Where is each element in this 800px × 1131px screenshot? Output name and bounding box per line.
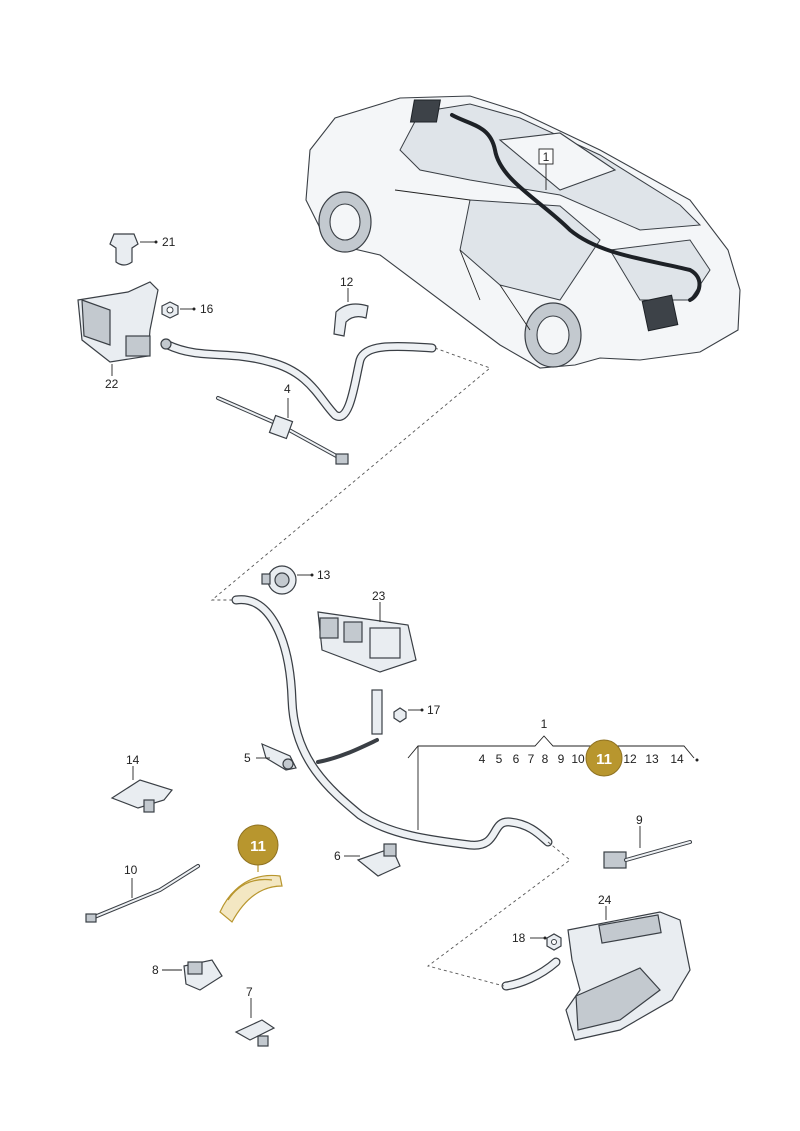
part-22-control-module[interactable] xyxy=(77,281,159,363)
range-item-13: 13 xyxy=(645,752,659,766)
part-21-plug[interactable] xyxy=(109,233,139,266)
car-illustration xyxy=(305,95,741,369)
callout-7: 7 xyxy=(246,985,253,999)
range-item-10: 10 xyxy=(571,752,585,766)
badge-11-range: 11 xyxy=(596,751,612,768)
callout-17: 17 xyxy=(427,703,441,717)
range-item-6: 6 xyxy=(513,752,520,766)
connection-line-upper xyxy=(210,347,491,601)
part-7-holder[interactable] xyxy=(234,1019,276,1047)
roof-antenna-module xyxy=(409,99,441,123)
callout-18: 18 xyxy=(512,931,526,945)
upper-antenna-cable[interactable] xyxy=(160,338,437,421)
callout-1-range: 1 xyxy=(541,717,548,731)
antenna-cable-route xyxy=(450,113,702,302)
range-item-14: 14 xyxy=(670,752,684,766)
highlight-badge-range[interactable]: 11 xyxy=(585,739,623,777)
part-24-antenna-amplifier[interactable] xyxy=(565,911,691,1041)
lower-short-cable[interactable] xyxy=(501,957,561,991)
part-11-highlighted-bracket[interactable] xyxy=(219,874,283,923)
callout-14: 14 xyxy=(126,753,140,767)
part-17-adapter[interactable] xyxy=(371,689,407,735)
callout-9: 9 xyxy=(636,813,643,827)
part-8-holder[interactable] xyxy=(183,959,223,991)
range-item-12: 12 xyxy=(623,752,637,766)
callout-4: 4 xyxy=(284,382,291,396)
callout-22: 22 xyxy=(105,377,119,391)
rear-antenna-module xyxy=(641,294,679,332)
highlight-badge-part[interactable]: 11 xyxy=(237,824,279,866)
connection-line-lower xyxy=(426,841,571,987)
part-12-grommet[interactable] xyxy=(333,303,369,337)
range-item-9: 9 xyxy=(558,752,565,766)
part-5-clip[interactable] xyxy=(261,742,297,771)
callout-24: 24 xyxy=(598,893,612,907)
range-item-4: 4 xyxy=(479,752,486,766)
range-item-8: 8 xyxy=(542,752,549,766)
part-13-connector-housing[interactable] xyxy=(261,565,297,595)
badge-11-part: 11 xyxy=(250,838,266,855)
part-6-clip[interactable] xyxy=(356,843,401,877)
callout-8: 8 xyxy=(152,963,159,977)
callout-5: 5 xyxy=(244,751,251,765)
callout-21: 21 xyxy=(162,235,176,249)
part-10-cable-tie[interactable] xyxy=(85,864,200,923)
part-16-nut[interactable] xyxy=(161,301,179,319)
callout-10: 10 xyxy=(124,863,138,877)
range-bracket: 1 xyxy=(407,717,699,830)
part-23-connector-bracket[interactable] xyxy=(317,611,417,673)
callout-13: 13 xyxy=(317,568,331,582)
part-4-cable-tie[interactable] xyxy=(216,396,349,465)
range-item-7: 7 xyxy=(528,752,535,766)
callout-1-top: 1 xyxy=(543,150,550,164)
lower-antenna-cable[interactable] xyxy=(231,595,553,850)
part-18-nut[interactable] xyxy=(546,933,562,951)
part-9-cable-tie[interactable] xyxy=(603,840,692,869)
part-14-holder[interactable] xyxy=(110,779,174,813)
callout-12: 12 xyxy=(340,275,354,289)
range-item-5: 5 xyxy=(496,752,503,766)
callout-16: 16 xyxy=(200,302,214,316)
callout-23: 23 xyxy=(372,589,386,603)
callout-6: 6 xyxy=(334,849,341,863)
